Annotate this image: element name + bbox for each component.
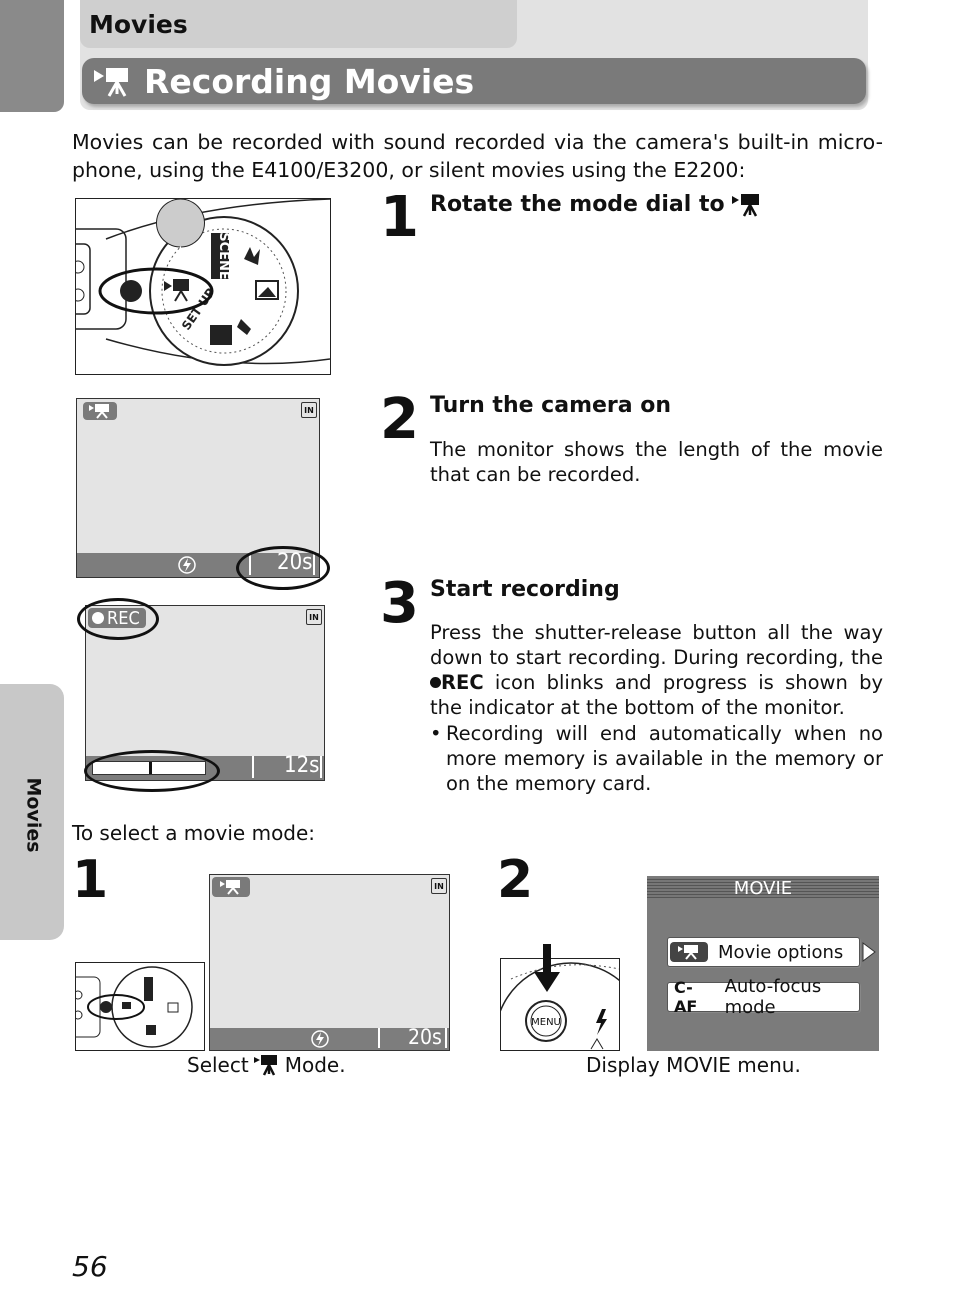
menu-item-auto-focus-mode[interactable]: C-AF Auto-focus mode xyxy=(667,976,860,1018)
internal-memory-icon: IN xyxy=(306,609,322,625)
menu-button-illustration: MENU xyxy=(500,958,620,1051)
flash-off-icon xyxy=(178,556,196,574)
step-2-body: The monitor shows the length of the movi… xyxy=(430,438,883,486)
substep-1-number: 1 xyxy=(72,850,109,910)
remaining-time-frame xyxy=(378,1028,447,1048)
intro-paragraph: Movies can be recorded with sound record… xyxy=(72,130,883,182)
substep-2-number: 2 xyxy=(497,850,534,910)
menu-button-label: MENU xyxy=(531,1017,561,1028)
step-3-number: 3 xyxy=(380,571,419,636)
remaining-time: 20s xyxy=(408,1025,442,1049)
caf-icon: C-AF xyxy=(674,978,698,1016)
menu-item-movie-options[interactable]: Movie options xyxy=(667,937,860,967)
step-3-bullet: •Recording will end automatically when n… xyxy=(430,722,883,795)
remaining-time-frame xyxy=(252,756,322,778)
rec-dot-icon xyxy=(430,677,441,688)
remaining-time: 12s xyxy=(284,753,320,778)
mode-dial-illustration: SCENE SET UP xyxy=(75,198,331,375)
remaining-time-highlight xyxy=(236,546,330,590)
flash-off-icon xyxy=(311,1030,329,1048)
press-arrow-icon xyxy=(534,944,560,992)
monitor-movie-mode-screen: IN 20s xyxy=(209,874,450,1051)
movie-camera-icon xyxy=(670,942,708,962)
internal-memory-icon: IN xyxy=(431,878,447,894)
movie-menu-title: MOVIE xyxy=(647,878,879,899)
movie-camera-icon xyxy=(253,1055,277,1076)
step-2-heading: Turn the camera on xyxy=(430,393,672,418)
movie-mode-badge xyxy=(83,402,117,420)
step-2-number: 2 xyxy=(380,387,419,452)
step-1-heading: Rotate the mode dial to xyxy=(430,192,763,217)
movie-camera-icon xyxy=(731,193,759,217)
movie-camera-icon xyxy=(94,68,128,97)
page-number: 56 xyxy=(72,1250,108,1283)
side-tab-label: Movies xyxy=(23,777,45,853)
scene-label: SCENE xyxy=(216,232,231,280)
mode-dial-small-drawing xyxy=(76,966,193,1048)
substep-1-caption: Select Mode. xyxy=(187,1053,346,1077)
menu-button-drawing: MENU xyxy=(501,962,619,1050)
top-edge-tab xyxy=(0,0,64,112)
monitor-status-bar: 20s xyxy=(210,1025,449,1050)
mode-dial-drawing: SCENE SET UP xyxy=(76,199,330,366)
progress-bar-highlight xyxy=(84,750,220,792)
page-title: Recording Movies xyxy=(82,58,866,104)
rec-indicator-highlight xyxy=(77,598,159,640)
step-3-body: Press the shutter-release button all the… xyxy=(430,621,884,719)
section-title: Movies xyxy=(80,0,517,48)
substep-2-caption: Display MOVIE menu. xyxy=(586,1053,801,1077)
select-mode-intro: To select a movie mode: xyxy=(72,821,316,845)
step-1-number: 1 xyxy=(380,185,419,250)
movie-camera-icon xyxy=(220,880,240,895)
submenu-arrow-icon xyxy=(862,942,876,962)
mode-dial-small-illustration xyxy=(75,962,205,1051)
step-3-heading: Start recording xyxy=(430,577,620,602)
side-tab xyxy=(0,684,64,940)
movie-menu-screen: MOVIE Movie options C-AF Auto-focus mode xyxy=(647,876,879,1051)
movie-camera-icon xyxy=(89,404,109,419)
movie-mode-badge xyxy=(212,877,250,897)
internal-memory-icon: IN xyxy=(301,402,317,418)
